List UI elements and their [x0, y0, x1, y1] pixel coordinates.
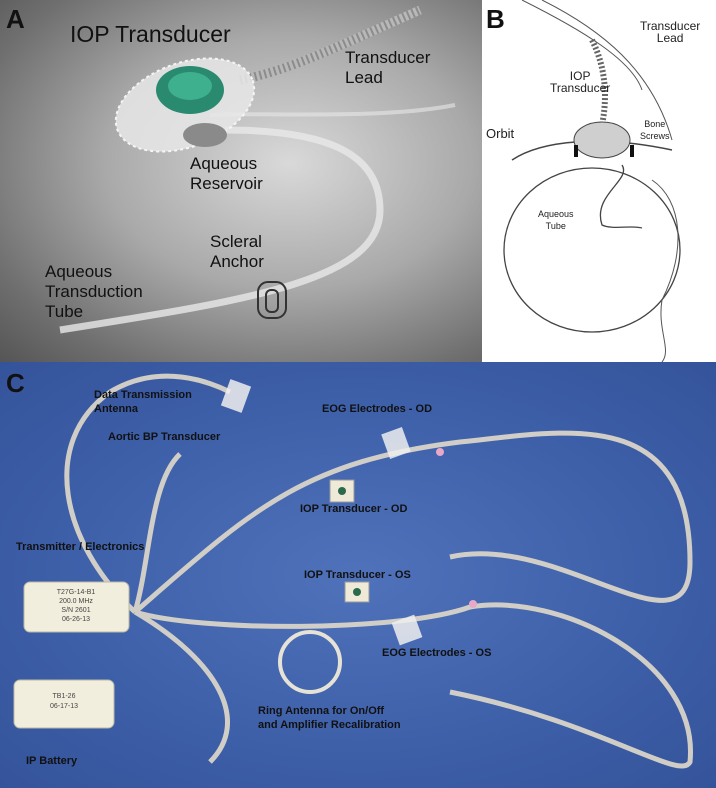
battery-date: 06-17-13	[49, 703, 79, 710]
label-data-antenna: Data Transmission Antenna	[94, 389, 192, 415]
label-aortic-bp: Aortic BP Transducer	[108, 431, 221, 443]
panel-a-title: IOP Transducer	[70, 21, 231, 47]
label-b-transducer-lead: Transducer Lead	[640, 19, 701, 45]
label-b-aqueous-tube: Aqueous Tube	[538, 209, 574, 231]
battery-model: TB1-26	[52, 693, 76, 700]
label-ring-antenna: Ring Antenna for On/Off and Amplifier Re…	[258, 705, 401, 731]
panel-b-anatomy-sketch	[503, 0, 681, 362]
label-eog-os: EOG Electrodes - OS	[382, 647, 492, 659]
label-iop-os: IOP Transducer - OS	[304, 569, 411, 581]
battery-device-label: TB1-26 06-17-13	[34, 692, 94, 712]
label-iop-od: IOP Transducer - OD	[300, 503, 408, 515]
panel-a-device-illustration	[59, 5, 456, 334]
label-eog-od: EOG Electrodes - OD	[322, 403, 433, 415]
panel-c-device-illustration	[13, 373, 693, 769]
label-b-bone-screws: Bone Screws	[640, 119, 670, 141]
transmitter-frequency: 200.0 MHz	[59, 598, 93, 605]
panel-a-letter: A	[6, 4, 25, 34]
panel-c-letter: C	[6, 368, 25, 398]
panel-a-photo: A IOP Transducer Transducer Lead Aqueous…	[0, 0, 482, 362]
panel-b-letter: B	[486, 4, 505, 34]
transmitter-model: T27G-14-B1	[56, 589, 96, 596]
label-transducer-lead: Transducer Lead	[345, 48, 431, 87]
panel-b-drawing: B Transducer Lead IOP Transducer Orbit B…	[482, 0, 716, 362]
label-b-orbit: Orbit	[486, 126, 515, 141]
label-aqueous-reservoir: Aqueous Reservoir	[190, 154, 263, 193]
label-transmitter: Transmitter / Electronics	[16, 541, 145, 553]
label-aqueous-transduction-tube: Aqueous Transduction Tube	[45, 262, 143, 321]
transmitter-serial: S/N 2601	[61, 607, 91, 614]
label-ip-battery: IP Battery	[26, 755, 78, 767]
panel-c-photo: C Data Transmission Antenna Aortic BP Tr…	[0, 362, 716, 788]
transmitter-device-label: T27G-14-B1 200.0 MHz S/N 2601 06-26-13	[46, 588, 106, 624]
label-scleral-anchor: Scleral Anchor	[210, 232, 264, 271]
transmitter-date: 06-26-13	[61, 616, 91, 623]
label-b-iop-transducer: IOP Transducer	[550, 69, 611, 95]
